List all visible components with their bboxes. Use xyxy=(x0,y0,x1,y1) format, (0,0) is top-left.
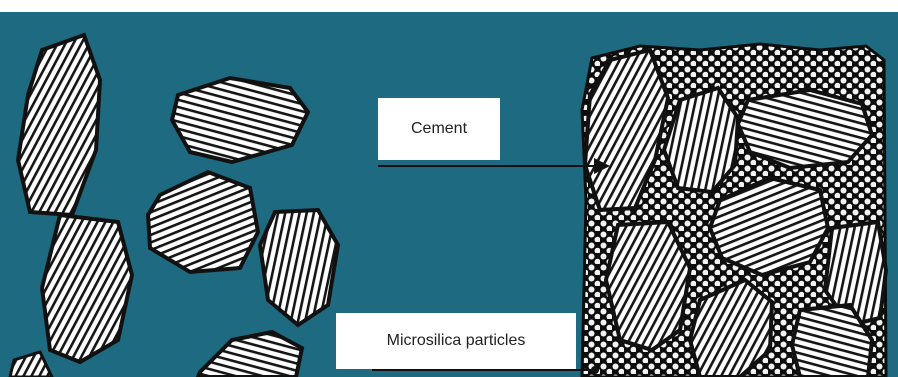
right-packed-region xyxy=(582,44,886,377)
cement-particle xyxy=(606,222,690,350)
cement-label: Cement xyxy=(411,120,467,138)
top-border xyxy=(0,0,898,12)
cement-label-box: Cement xyxy=(378,98,500,160)
microsilica-pointer-dot xyxy=(591,366,599,374)
microsilica-label-box: Microsilica particles xyxy=(336,313,576,369)
cement-particle xyxy=(738,90,872,168)
cement-particle xyxy=(42,215,132,362)
microsilica-label: Microsilica particles xyxy=(387,332,526,350)
